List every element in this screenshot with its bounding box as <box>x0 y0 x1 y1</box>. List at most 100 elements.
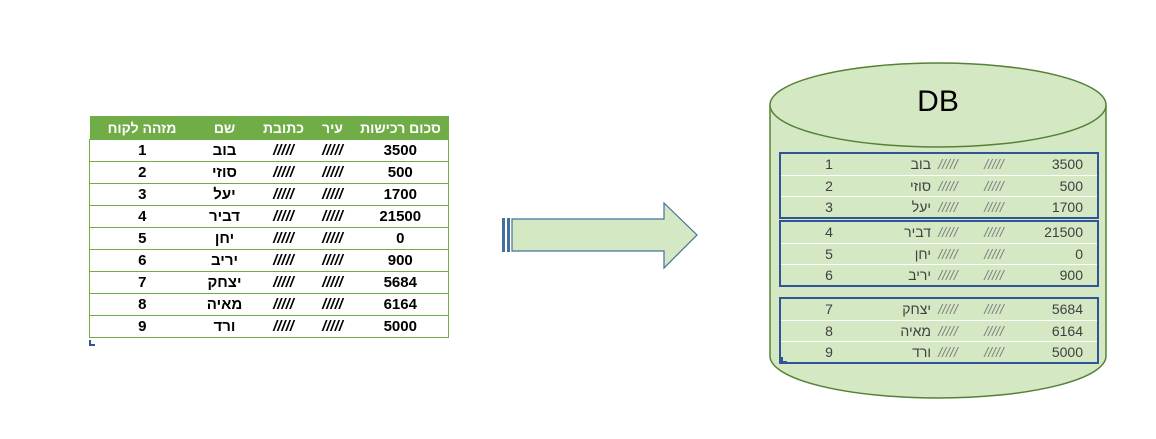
db-cell-id: 7 <box>825 301 833 317</box>
cell-name: יחן <box>194 227 255 250</box>
db-cell-sum: 5000 <box>1051 344 1083 360</box>
cell-name: מאיה <box>194 293 255 316</box>
db-cell-city: ///// <box>938 224 958 240</box>
cell-city: ///// <box>312 315 353 338</box>
db-cell-address: ///// <box>984 323 1004 339</box>
table-header-row: סכום רכישות עיר כתובת שם מזהה לקוח <box>89 116 449 140</box>
cell-address: ///// <box>254 139 313 162</box>
db-corner-marker <box>781 357 787 363</box>
db-cell-city: ///// <box>938 267 958 283</box>
cell-customer-id: 4 <box>89 205 195 228</box>
db-cell-name: דביר <box>904 224 931 240</box>
cell-name: דביר <box>194 205 255 228</box>
header-address: כתובת <box>254 116 313 140</box>
cell-customer-id: 2 <box>89 161 195 184</box>
db-cell-city: ///// <box>938 344 958 360</box>
db-cell-id: 3 <box>825 199 833 215</box>
db-cell-sum: 900 <box>1059 267 1083 283</box>
db-cell-sum: 500 <box>1059 178 1083 194</box>
db-record-row: 8 מאיה ///// ///// 6164 <box>781 320 1097 341</box>
cell-customer-id: 3 <box>89 183 195 206</box>
cell-address: ///// <box>254 161 313 184</box>
cell-address: ///// <box>254 315 313 338</box>
db-cell-id: 2 <box>825 178 833 194</box>
cell-city: ///// <box>312 293 353 316</box>
cell-sum: 1700 <box>352 183 449 206</box>
cell-address: ///// <box>254 293 313 316</box>
cell-address: ///// <box>254 249 313 272</box>
cell-name: יריב <box>194 249 255 272</box>
header-customer-id: מזהה לקוח <box>89 116 195 140</box>
db-cell-address: ///// <box>984 301 1004 317</box>
cell-city: ///// <box>312 205 353 228</box>
db-cell-address: ///// <box>984 344 1004 360</box>
cell-customer-id: 9 <box>89 315 195 338</box>
db-cell-sum: 1700 <box>1051 199 1083 215</box>
cell-address: ///// <box>254 183 313 206</box>
db-cell-sum: 6164 <box>1051 323 1083 339</box>
db-cell-name: מאיה <box>900 323 931 339</box>
cell-city: ///// <box>312 183 353 206</box>
db-cell-city: ///// <box>938 199 958 215</box>
db-cell-address: ///// <box>984 246 1004 262</box>
db-record-row: 4 דביר ///// ///// 21500 <box>781 222 1097 243</box>
db-record-row: 3 יעל ///// ///// 1700 <box>781 196 1097 217</box>
cell-name: יעל <box>194 183 255 206</box>
cell-sum: 3500 <box>352 139 449 162</box>
cell-city: ///// <box>312 139 353 162</box>
db-cell-address: ///// <box>984 199 1004 215</box>
db-cell-id: 9 <box>825 344 833 360</box>
cell-customer-id: 5 <box>89 227 195 250</box>
db-cell-name: יעל <box>911 199 931 215</box>
db-cell-sum: 0 <box>1075 246 1083 262</box>
cell-city: ///// <box>312 271 353 294</box>
db-cell-city: ///// <box>938 301 958 317</box>
cell-customer-id: 1 <box>89 139 195 162</box>
cell-address: ///// <box>254 227 313 250</box>
db-cell-name: סוזי <box>910 178 931 194</box>
cell-sum: 900 <box>352 249 449 272</box>
db-cell-name: יחן <box>914 246 931 262</box>
cell-customer-id: 8 <box>89 293 195 316</box>
cell-name: סוזי <box>194 161 255 184</box>
db-cell-id: 8 <box>825 323 833 339</box>
db-cell-address: ///// <box>984 178 1004 194</box>
cell-name: יצחק <box>194 271 255 294</box>
db-cell-city: ///// <box>938 323 958 339</box>
cell-customer-id: 7 <box>89 271 195 294</box>
cell-city: ///// <box>312 249 353 272</box>
cell-sum: 5000 <box>352 315 449 338</box>
cell-sum: 21500 <box>352 205 449 228</box>
db-cell-address: ///// <box>984 224 1004 240</box>
cell-sum: 6164 <box>352 293 449 316</box>
header-city: עיר <box>312 116 353 140</box>
db-cell-name: יריב <box>908 267 931 283</box>
header-name: שם <box>194 116 255 140</box>
cell-city: ///// <box>312 161 353 184</box>
db-cell-sum: 21500 <box>1044 224 1083 240</box>
table-corner-marker <box>89 340 95 346</box>
cell-name: בוב <box>194 139 255 162</box>
db-cell-id: 1 <box>825 156 833 172</box>
db-cell-id: 4 <box>825 224 833 240</box>
db-cell-address: ///// <box>984 267 1004 283</box>
db-label: DB <box>917 85 959 118</box>
right-arrow-icon <box>502 201 698 270</box>
cell-address: ///// <box>254 205 313 228</box>
db-cell-city: ///// <box>938 246 958 262</box>
